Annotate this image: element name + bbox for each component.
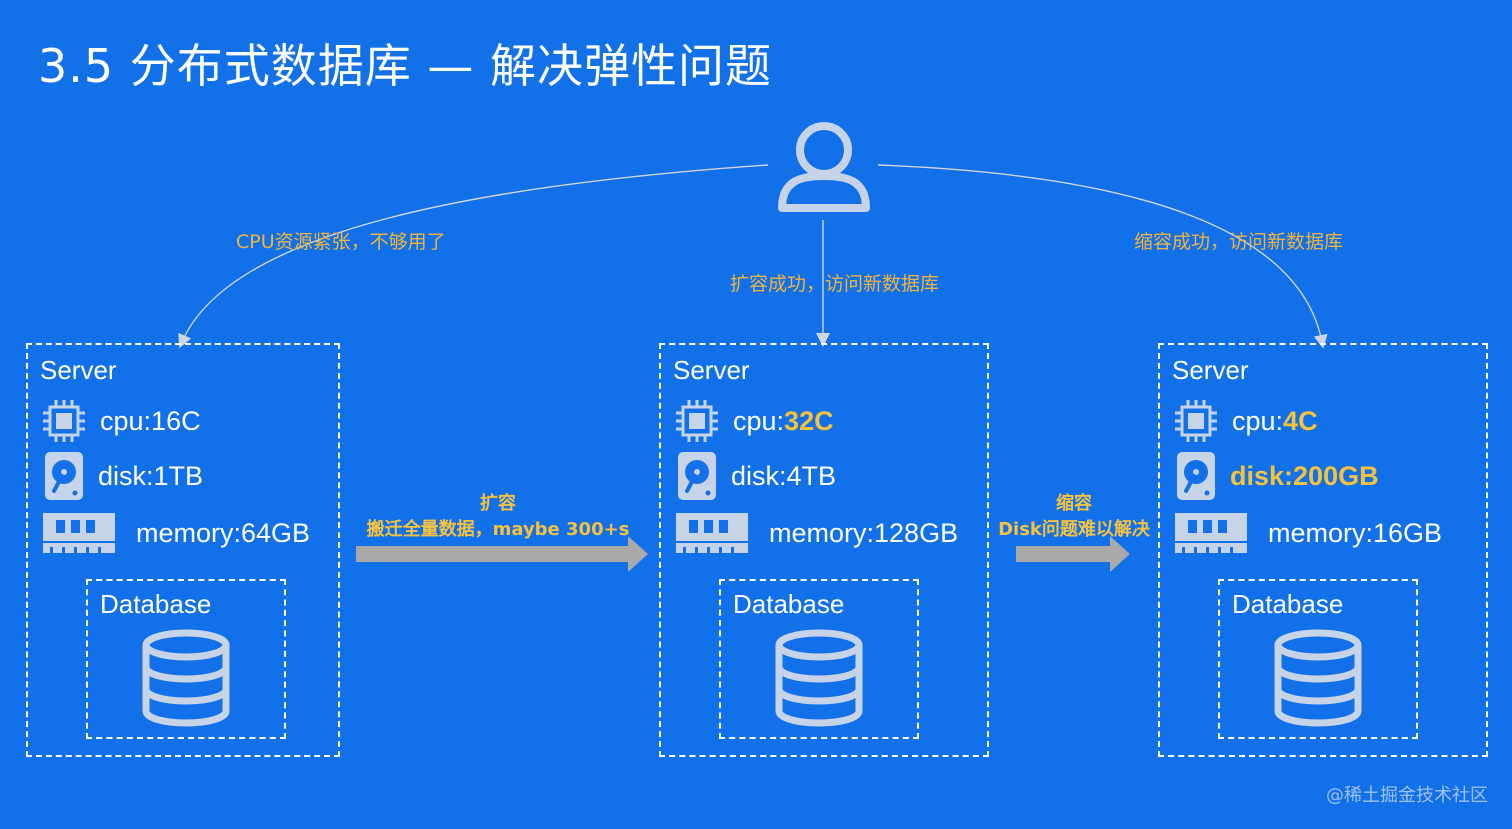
arrow-label-line2: 搬迁全量数据，maybe 300+s [366, 519, 630, 540]
page-title: 3.5 分布式数据库 — 解决弹性问题 [38, 39, 773, 93]
database-box: Database [86, 579, 286, 739]
disk-value: 4TB [786, 460, 837, 491]
server-title: Server [40, 355, 117, 385]
server-box-2: Server cpu: 32C disk: 4TB memory: 128GB … [659, 343, 989, 757]
cpu-chip-icon [43, 400, 85, 442]
database-icon [775, 629, 863, 727]
memory-label: memory: [1268, 517, 1374, 548]
memory-label: memory: [136, 517, 242, 548]
disk-row: disk: 1TB [44, 451, 203, 501]
database-icon [1274, 629, 1362, 727]
disk-value-highlighted: 200GB [1293, 460, 1379, 491]
cpu-chip-icon [676, 400, 718, 442]
server-box-1: Server cpu: 16C disk: 1TB memory: 64GB D… [26, 343, 340, 757]
cpu-value-highlighted: 4C [1283, 405, 1318, 436]
user-icon [778, 122, 870, 212]
hard-disk-icon [678, 452, 716, 500]
memory-value: 16GB [1373, 517, 1443, 548]
cpu-row: cpu: 32C [675, 399, 834, 443]
cpu-row: cpu: 4C [1174, 399, 1318, 443]
memory-value: 64GB [241, 517, 311, 548]
server-box-3: Server cpu: 4C disk: 200GB memory: 16GB … [1158, 343, 1488, 757]
disk-label-highlighted: disk: [1230, 460, 1294, 491]
cpu-label: cpu: [733, 405, 785, 436]
arrow-label-shrink: 缩容 Disk问题难以解决 [992, 489, 1156, 541]
edge-curve-right [877, 164, 1328, 349]
arrow-label-line2: Disk问题难以解决 [998, 519, 1150, 540]
edge-label-middle: 扩容成功，访问新数据库 [730, 273, 940, 295]
disk-row: disk: 200GB [1176, 451, 1379, 501]
database-title: Database [733, 589, 845, 619]
cpu-chip-icon [1175, 400, 1217, 442]
database-title: Database [100, 589, 212, 619]
memory-row: memory: 64GB [42, 511, 310, 555]
arrow-right-icon [356, 536, 648, 572]
server-title: Server [673, 355, 750, 385]
disk-label: disk: [731, 460, 787, 491]
disk-value: 1TB [153, 460, 204, 491]
edge-curve-left [178, 164, 769, 349]
arrow-right-icon [1016, 536, 1130, 572]
database-icon [142, 629, 230, 727]
memory-stick-icon [676, 513, 748, 553]
cpu-label: cpu: [100, 405, 152, 436]
memory-row: memory: 16GB [1174, 511, 1442, 555]
disk-label: disk: [98, 460, 154, 491]
disk-row: disk: 4TB [677, 451, 836, 501]
arrow-label-expand: 扩容 搬迁全量数据，maybe 300+s [360, 489, 636, 541]
memory-label: memory: [769, 517, 875, 548]
cpu-row: cpu: 16C [42, 399, 201, 443]
watermark: @稀土掘金技术社区 [1326, 785, 1488, 806]
hard-disk-icon [45, 452, 83, 500]
memory-stick-icon [43, 513, 115, 553]
database-box: Database [1218, 579, 1418, 739]
arrow-label-line1: 扩容 [480, 493, 516, 514]
arrow-label-line1: 缩容 [1056, 493, 1092, 514]
cpu-value: 16C [151, 405, 201, 436]
edge-label-left: CPU资源紧张，不够用了 [236, 231, 446, 253]
cpu-value-highlighted: 32C [784, 405, 834, 436]
database-box: Database [719, 579, 919, 739]
memory-stick-icon [1175, 513, 1247, 553]
edge-label-right: 缩容成功，访问新数据库 [1134, 231, 1344, 253]
memory-row: memory: 128GB [675, 511, 958, 555]
hard-disk-icon [1177, 452, 1215, 500]
memory-value: 128GB [874, 517, 959, 548]
database-title: Database [1232, 589, 1344, 619]
cpu-label: cpu: [1232, 405, 1284, 436]
server-title: Server [1172, 355, 1249, 385]
